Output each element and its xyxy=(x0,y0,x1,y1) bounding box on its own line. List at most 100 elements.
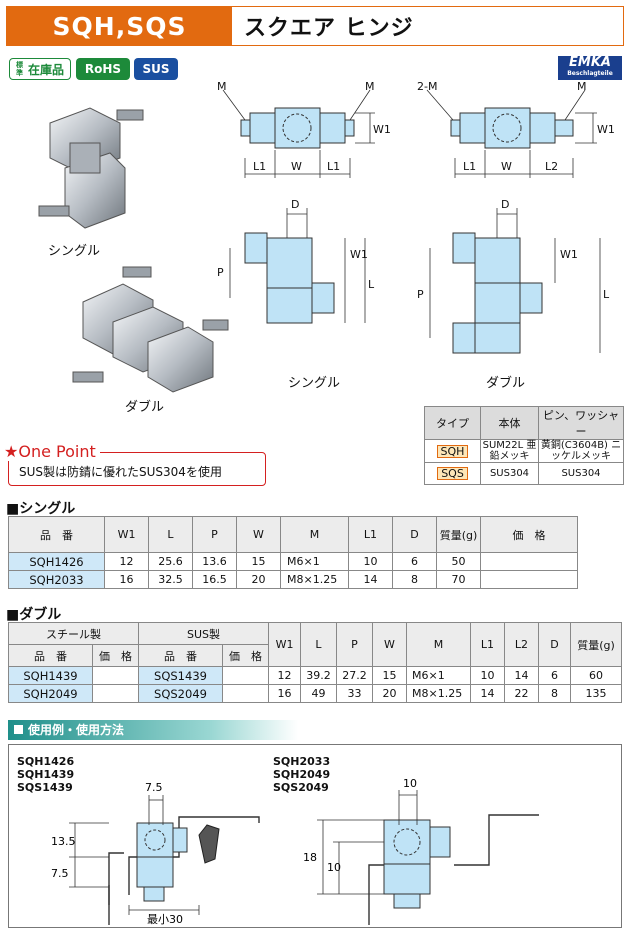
cell: M6×1 xyxy=(406,666,471,685)
header: SQH,SQS スクエア ヒンジ xyxy=(6,6,624,46)
body-cell: SUM22L 亜鉛メッキ xyxy=(480,439,539,463)
product-title: スクエア ヒンジ xyxy=(232,7,623,45)
cell: 14 xyxy=(504,666,539,685)
type-sqh: SQH xyxy=(436,444,469,458)
table-row: SQS SUS304 SUS304 xyxy=(424,462,624,485)
price-cell xyxy=(222,666,269,685)
cell: 10 xyxy=(470,666,505,685)
col-p: P xyxy=(336,622,373,667)
sus-part-number: SQS1439 xyxy=(138,666,223,685)
cell: 70 xyxy=(436,570,481,589)
brand-tagline: Beschlagteile xyxy=(567,70,613,77)
price-cell xyxy=(480,570,578,589)
steel-part-number: SQH1439 xyxy=(8,666,93,685)
body-cell: SUS304 xyxy=(480,462,539,485)
type-cell: SQH xyxy=(424,439,481,463)
cell: 8 xyxy=(392,570,437,589)
one-point-text: SUS製は防錆に優れたSUS304を使用 xyxy=(19,465,222,479)
dim-w1-b: W1 xyxy=(597,123,615,136)
dim-w1-d: W1 xyxy=(560,248,578,261)
dim-p-b: P xyxy=(417,288,424,301)
cell: 16.5 xyxy=(192,570,237,589)
cell: 60 xyxy=(570,666,622,685)
model-label: SQS2049 xyxy=(273,781,329,794)
dim-l-a: L xyxy=(368,278,375,291)
cell: 14 xyxy=(470,684,505,703)
col-m: M xyxy=(280,516,349,553)
col-steel-part: 品 番 xyxy=(8,644,93,667)
col-sus-price: 価 格 xyxy=(222,644,269,667)
single-hinge-photo xyxy=(38,107,144,229)
usage-right-dim-b: 18 xyxy=(303,851,317,864)
model-label: SQH2049 xyxy=(273,768,331,781)
col-mass: 質量(g) xyxy=(436,516,481,553)
type-cell: SQS xyxy=(424,462,481,485)
usage-right-models: SQH2033 SQH2049 SQS2049 xyxy=(273,755,330,794)
dim-w-b: W xyxy=(501,160,512,173)
stock-label: 在庫品 xyxy=(27,62,64,77)
double-spec-table: スチール製 SUS製 W1 L P W M L1 L2 D 質量(g) 品 番 … xyxy=(8,622,622,703)
col-steel-price: 価 格 xyxy=(92,644,139,667)
one-point-title: ★One Point xyxy=(4,442,100,461)
price-cell xyxy=(92,666,139,685)
material-table-header: タイプ 本体 ピン、ワッシャー xyxy=(424,406,624,440)
col-l1: L1 xyxy=(470,622,505,667)
usage-box: SQH1426 SQH1439 SQS1439 SQH2033 SQH2049 … xyxy=(8,744,622,928)
col-type: タイプ xyxy=(424,406,481,440)
cell: 32.5 xyxy=(148,570,193,589)
col-part: 品 番 xyxy=(8,516,105,553)
cell: 49 xyxy=(300,684,337,703)
table-row: SQH2033 16 32.5 16.5 20 M8×1.25 14 8 70 xyxy=(8,570,578,589)
steel-part-number: SQH2049 xyxy=(8,684,93,703)
cell: 22 xyxy=(504,684,539,703)
cell: 135 xyxy=(570,684,622,703)
double-table-header: スチール製 SUS製 W1 L P W M L1 L2 D 質量(g) xyxy=(8,622,622,667)
usage-right-diagram: 10 18 10 xyxy=(303,777,539,925)
usage-left-dim-d: 最小30 xyxy=(147,913,183,925)
double-hinge-photo xyxy=(72,266,229,393)
cell: 14 xyxy=(348,570,393,589)
table-row: SQH SUM22L 亜鉛メッキ 黄銅(C3604B) ニッケルメッキ xyxy=(424,439,624,463)
col-w1: W1 xyxy=(104,516,149,553)
usage-right-dim-a: 10 xyxy=(403,777,417,790)
group-steel: スチール製 xyxy=(8,622,139,645)
dim-d-b: D xyxy=(501,198,509,211)
usage-left-dim-c: 7.5 xyxy=(51,867,69,880)
double-table-subheader: 品 番 価 格 品 番 価 格 xyxy=(8,644,622,667)
col-mass: 質量(g) xyxy=(570,622,622,667)
group-sus: SUS製 xyxy=(138,622,269,645)
col-d: D xyxy=(538,622,571,667)
col-l: L xyxy=(300,622,337,667)
col-pin: ピン、ワッシャー xyxy=(538,406,624,440)
usage-title: 使用例・使用方法 xyxy=(8,720,298,740)
col-m: M xyxy=(406,622,471,667)
brand-name: EMKA xyxy=(569,55,611,70)
cell: 12 xyxy=(268,666,301,685)
dim-l-b: L xyxy=(603,288,610,301)
stock-badge: 標準在庫品 xyxy=(9,58,71,80)
table-row: SQH1439 SQS1439 12 39.2 27.2 15 M6×1 10 … xyxy=(8,666,622,685)
pin-cell: SUS304 xyxy=(538,462,624,485)
double-photo-caption: ダブル xyxy=(125,400,165,415)
cell: M8×1.25 xyxy=(406,684,471,703)
dim-d-a: D xyxy=(291,198,299,211)
dim-l1-right: L1 xyxy=(327,160,340,173)
drawing-single-caption: シングル xyxy=(288,376,341,391)
col-body: 本体 xyxy=(480,406,539,440)
table-row: SQH1426 12 25.6 13.6 15 M6×1 10 6 50 xyxy=(8,552,578,571)
col-w: W xyxy=(372,622,407,667)
col-l1: L1 xyxy=(348,516,393,553)
col-d: D xyxy=(392,516,437,553)
cell: 13.6 xyxy=(192,552,237,571)
price-cell xyxy=(92,684,139,703)
dim-l2: L2 xyxy=(545,160,558,173)
type-sqs: SQS xyxy=(437,467,468,480)
rohs-badge: RoHS xyxy=(76,58,130,80)
dim-m-double: M xyxy=(577,80,587,93)
col-w1: W1 xyxy=(268,622,301,667)
cell: 12 xyxy=(104,552,149,571)
col-price: 価 格 xyxy=(480,516,578,553)
model-label: SQH1426 xyxy=(17,755,75,768)
col-w: W xyxy=(236,516,281,553)
price-cell xyxy=(480,552,578,571)
